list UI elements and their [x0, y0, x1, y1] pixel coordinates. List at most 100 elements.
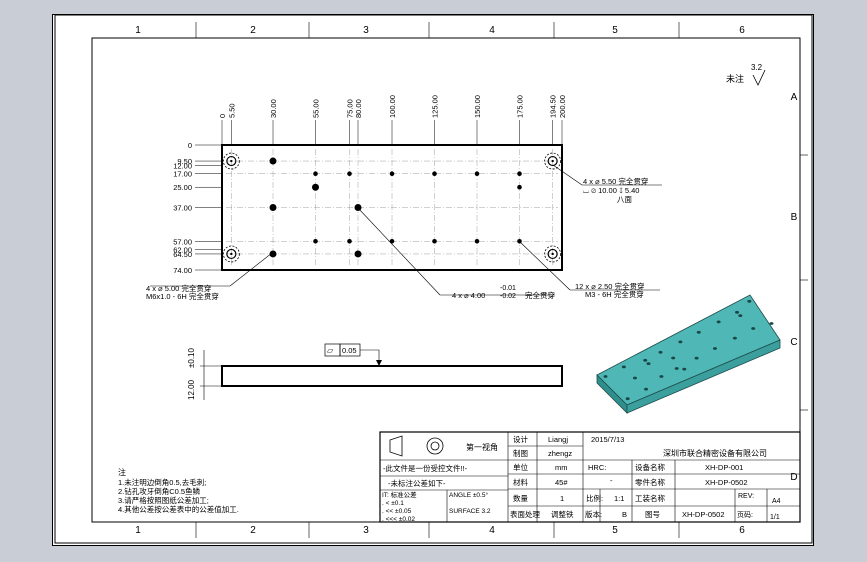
iso-view [596, 294, 781, 414]
zone-side-C: C [790, 337, 797, 348]
notes: 注 1.未注明边倒角0.5,去毛刺; 2.钻孔攻牙倒角C0.5鱼鳞 3.请严格按… [118, 467, 239, 514]
zone-top-6: 6 [739, 25, 745, 36]
iso-front-face [626, 339, 781, 414]
draw-label: 制图 [513, 448, 528, 458]
callout-3-suffix: 完全贯穿 [525, 290, 555, 300]
qty-value: 1 [560, 494, 564, 503]
qty-label: 数量 [513, 493, 528, 503]
thickness-tol: ±0.10 [187, 347, 196, 368]
notes-title: 注 [118, 467, 126, 477]
callout-2-line2: M6x1.0 - 6H 完全贯穿 [146, 291, 219, 301]
tol-row-2: . < ±0.1 [382, 500, 404, 507]
tol-row-3: . << ±0.05 [382, 508, 412, 515]
callout-3-tol-lower: -0.02 [500, 293, 516, 300]
company-name: 深圳市联合精密设备有限公司 [663, 448, 767, 458]
callout-1-line2: ⌴ ⌀ 10.00 ↧ 5.40 [583, 186, 639, 195]
dim-top-200.00: 200.00 [558, 95, 567, 118]
surface-treat-label: 表面处理 [510, 509, 540, 519]
dim-top-175.00: 175.00 [516, 95, 525, 118]
scale-label: 比例: [586, 493, 603, 503]
note-2: 2.钻孔攻牙倒角C0.5鱼鳞 [118, 486, 201, 496]
callout-2: 4 x ⌀ 5.00 完全贯穿 M6x1.0 - 6H 完全贯穿 [146, 252, 273, 301]
dim-left-64.50: 64.50 [173, 250, 192, 259]
page-label: 页码: [737, 511, 753, 519]
thickness-dim: 12.00 [187, 379, 196, 400]
tolerance-header: -未标注公差如下- [388, 478, 446, 488]
dim-left-74.00: 74.00 [173, 266, 192, 275]
roughness-label: 未注 [726, 73, 744, 84]
callout-1-line3: 八面 [617, 195, 632, 204]
sheet-outer-border [54, 14, 813, 544]
zone-top-5: 5 [612, 25, 618, 36]
zone-bottom-6: 6 [739, 525, 745, 536]
flatness-value: 0.05 [342, 346, 357, 355]
dim-top-0: 0 [218, 114, 227, 118]
design-value: Liangj [548, 435, 568, 444]
dim-left-12.00: 12.00 [173, 161, 192, 170]
dim-left-57.00: 57.00 [173, 237, 192, 246]
design-date: 2015/7/13 [591, 435, 624, 444]
dim-top-100.00: 100.00 [388, 95, 397, 118]
callout-1: 4 x ⌀ 5.50 完全贯穿 ⌴ ⌀ 10.00 ↧ 5.40 八面 [552, 164, 662, 204]
holes [222, 149, 562, 266]
hrc-label: HRC: [588, 463, 606, 472]
surface-roughness: SURFACE 3.2 [449, 508, 491, 515]
flatness-symbol: ▱ [327, 346, 334, 355]
zone-top-2: 2 [250, 25, 256, 36]
dim-left-25.00: 25.00 [173, 183, 192, 192]
callout-3: 4 x ⌀ 4.00 -0.01 -0.02 完全贯穿 [357, 207, 555, 300]
draw-value: zhengz [548, 449, 572, 458]
process-label: 工装名称 [635, 493, 665, 503]
callout-2-line1: 4 x ⌀ 5.00 完全贯穿 [146, 283, 211, 293]
roughness-symbol-icon [752, 69, 766, 86]
rev-value: A4 [772, 498, 781, 505]
scale-value: 1:1 [614, 494, 624, 503]
hrc-value: - [610, 476, 613, 485]
note-1: 1.未注明边倒角0.5,去毛刺; [118, 477, 206, 487]
dim-left-9.50: 9.50 [177, 157, 192, 166]
dim-left-62.00: 62.00 [173, 246, 192, 255]
callout-4-line2: M3 - 6H 完全贯穿 [585, 289, 644, 299]
side-view-outline [221, 365, 563, 387]
drawing-no-label: 图号 [645, 510, 660, 519]
projection-circle-icon [426, 437, 444, 455]
rev-label: REV: [738, 493, 754, 500]
iso-holes [603, 299, 774, 401]
note-3: 3.请严格按照图纸公差加工; [118, 495, 209, 505]
zone-top-4: 4 [489, 25, 495, 36]
controlled-warning: -此文件是一份受控文件!!- [383, 463, 468, 473]
dim-left-37.00: 37.00 [173, 204, 192, 213]
equip-name-label: 设备名称 [635, 462, 665, 472]
surface-treat-value: 调整铁 [551, 509, 574, 519]
material-label: 材料 [513, 477, 528, 487]
zone-side-A: A [791, 92, 798, 103]
zone-top-1: 1 [135, 25, 141, 36]
equip-name-value: XH-DP-001 [705, 463, 743, 472]
part-name-value: XH-DP-0502 [705, 478, 748, 487]
dim-top-194.50: 194.50 [549, 95, 558, 118]
drawing-no-value: XH-DP-0502 [682, 510, 725, 519]
dim-left-0: 0 [188, 141, 192, 150]
callout-1-line1: 4 x ⌀ 5.50 完全贯穿 [583, 176, 648, 186]
part-name-label: 零件名称 [635, 477, 665, 487]
dim-top-5.50: 5.50 [227, 103, 236, 118]
tol-row-4: . <<< ±0.02 [382, 516, 415, 523]
zone-top-3: 3 [363, 25, 369, 36]
dim-top-55.00: 55.00 [312, 99, 321, 118]
zone-side-B: B [791, 212, 798, 223]
material-value: 45# [555, 478, 568, 487]
roughness-value: 3.2 [751, 63, 763, 72]
callout-3-line1: 4 x ⌀ 4.00 [452, 291, 485, 300]
dim-top-80.00: 80.00 [354, 99, 363, 118]
unit-value: mm [555, 463, 568, 472]
dim-left-17.00: 17.00 [173, 170, 192, 179]
design-label: 设计 [513, 434, 528, 444]
version-label: 版本: [585, 509, 602, 519]
callout-4: 12 x ⌀ 2.50 完全贯穿 M3 - 6H 完全贯穿 [519, 241, 660, 299]
version-value: B [622, 510, 627, 519]
dim-top-30.00: 30.00 [269, 99, 278, 118]
